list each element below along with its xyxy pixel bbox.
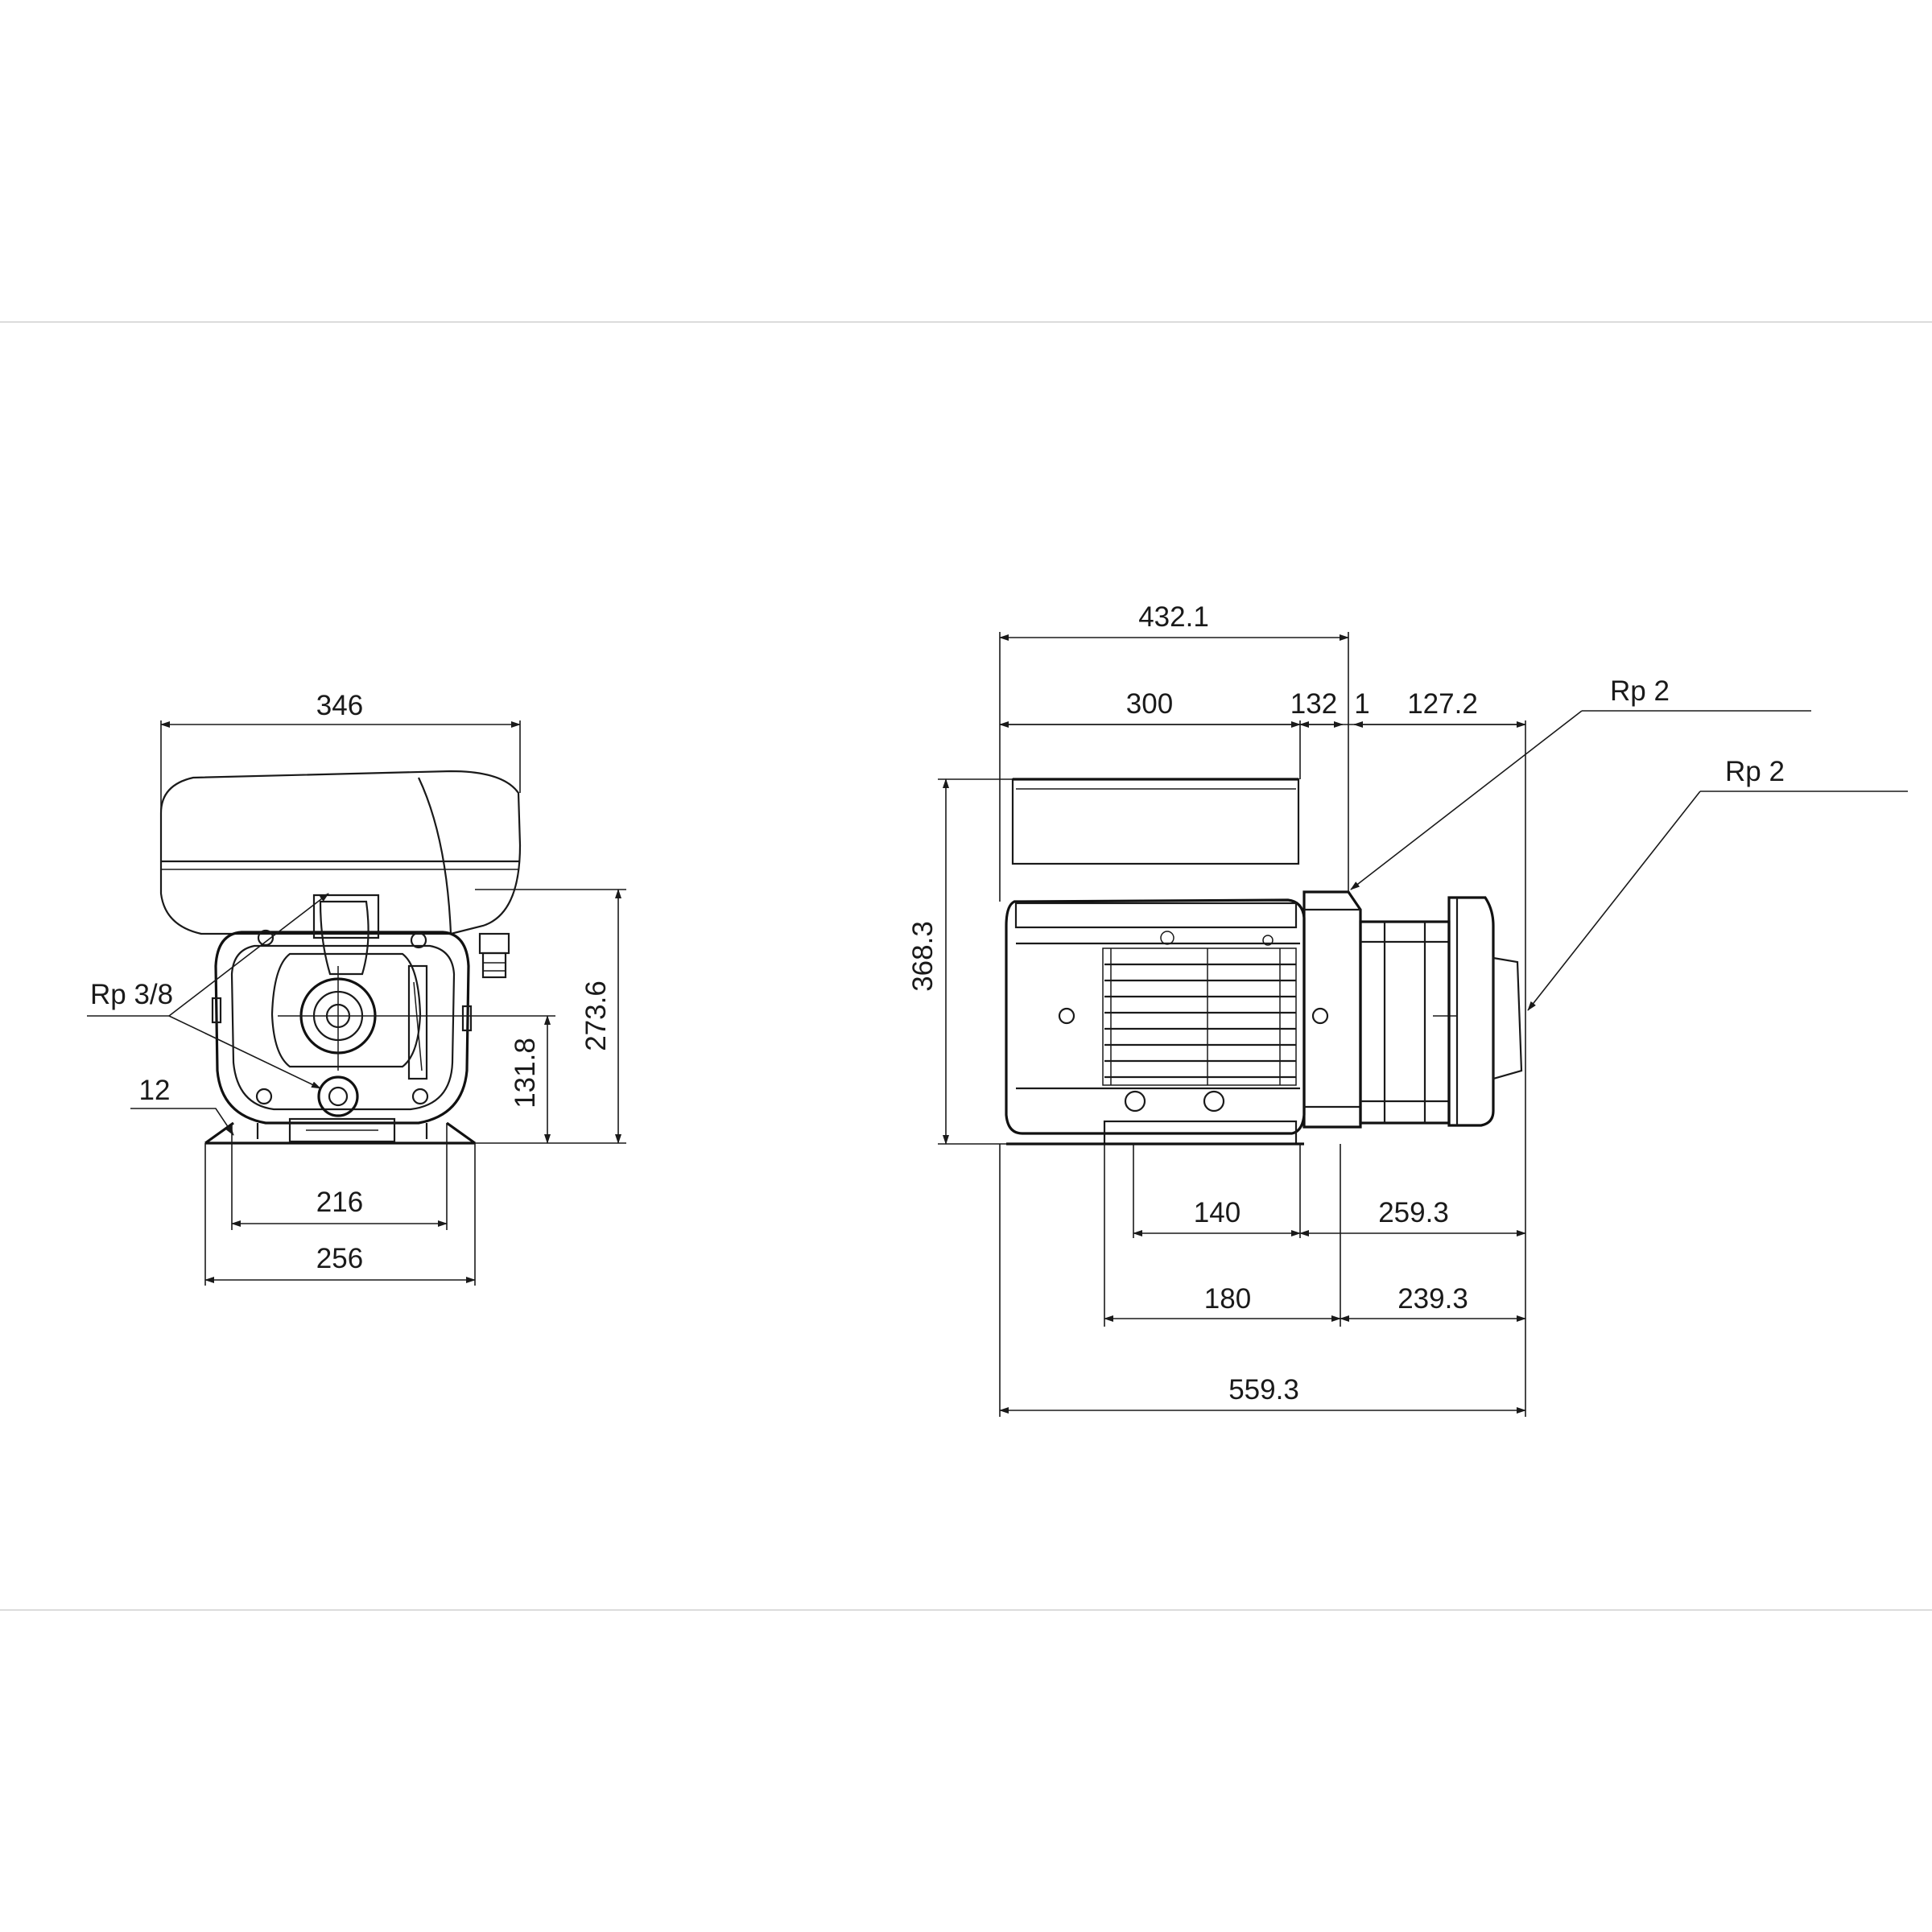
screw-icon [1058, 1007, 1075, 1025]
control-box [159, 770, 522, 935]
callout-drain-plug: Rp 3/8 [90, 979, 173, 1010]
pump-body [214, 931, 470, 1125]
base-foot [204, 1121, 476, 1145]
dim-foot-hole-spacing: 216 [316, 1187, 363, 1218]
control-box-side [1011, 778, 1300, 865]
nameplate [407, 964, 428, 1080]
side-view: 432.1 300 132 1 127.2 368.3 140 259.3 18… [907, 601, 1908, 1417]
dim-adapter-length: 132 [1290, 688, 1337, 720]
suction-flange [1447, 896, 1523, 1127]
cooling-fins [1102, 947, 1297, 1086]
drain-plug [317, 1075, 359, 1117]
dim-foot-width: 256 [316, 1243, 363, 1274]
dim-foot-end-to-outlet: 239.3 [1397, 1283, 1468, 1315]
dim-overall-length: 559.3 [1228, 1374, 1299, 1406]
bolt-icon [410, 931, 427, 949]
dim-foot-length: 180 [1204, 1283, 1251, 1315]
dim-foot-to-outlet: 259.3 [1378, 1197, 1449, 1228]
cable-gland [478, 932, 510, 979]
screw-icon [1203, 1090, 1225, 1113]
bolt-icon [255, 1088, 273, 1105]
dim-foot-thickness: 12 [139, 1075, 171, 1106]
dim-length-to-flange: 432.1 [1138, 601, 1209, 633]
callout-outlet: Rp 2 [1610, 675, 1670, 707]
dim-motor-length: 300 [1126, 688, 1173, 720]
motor-housing [1005, 898, 1306, 1135]
screw-icon [1124, 1090, 1146, 1113]
dim-overall-width: 346 [316, 690, 363, 721]
dim-overall-height: 368.3 [907, 921, 939, 992]
pump-chambers [1359, 920, 1457, 1125]
dim-height-to-top: 273.6 [580, 980, 612, 1051]
bolt-icon [411, 1088, 429, 1105]
callout-inlet: Rp 2 [1725, 756, 1785, 787]
dim-pump-length: 127.2 [1407, 688, 1478, 720]
dim-foot-hole-spacing-side: 140 [1194, 1197, 1241, 1228]
pump-bracket [1302, 890, 1362, 1129]
bolt-icon [257, 929, 275, 947]
front-view: 346 273.6 131.8 12 216 256 Rp 3/8 [87, 690, 626, 1286]
dim-gap: 1 [1354, 688, 1369, 720]
dim-shaft-height: 131.8 [510, 1038, 541, 1108]
